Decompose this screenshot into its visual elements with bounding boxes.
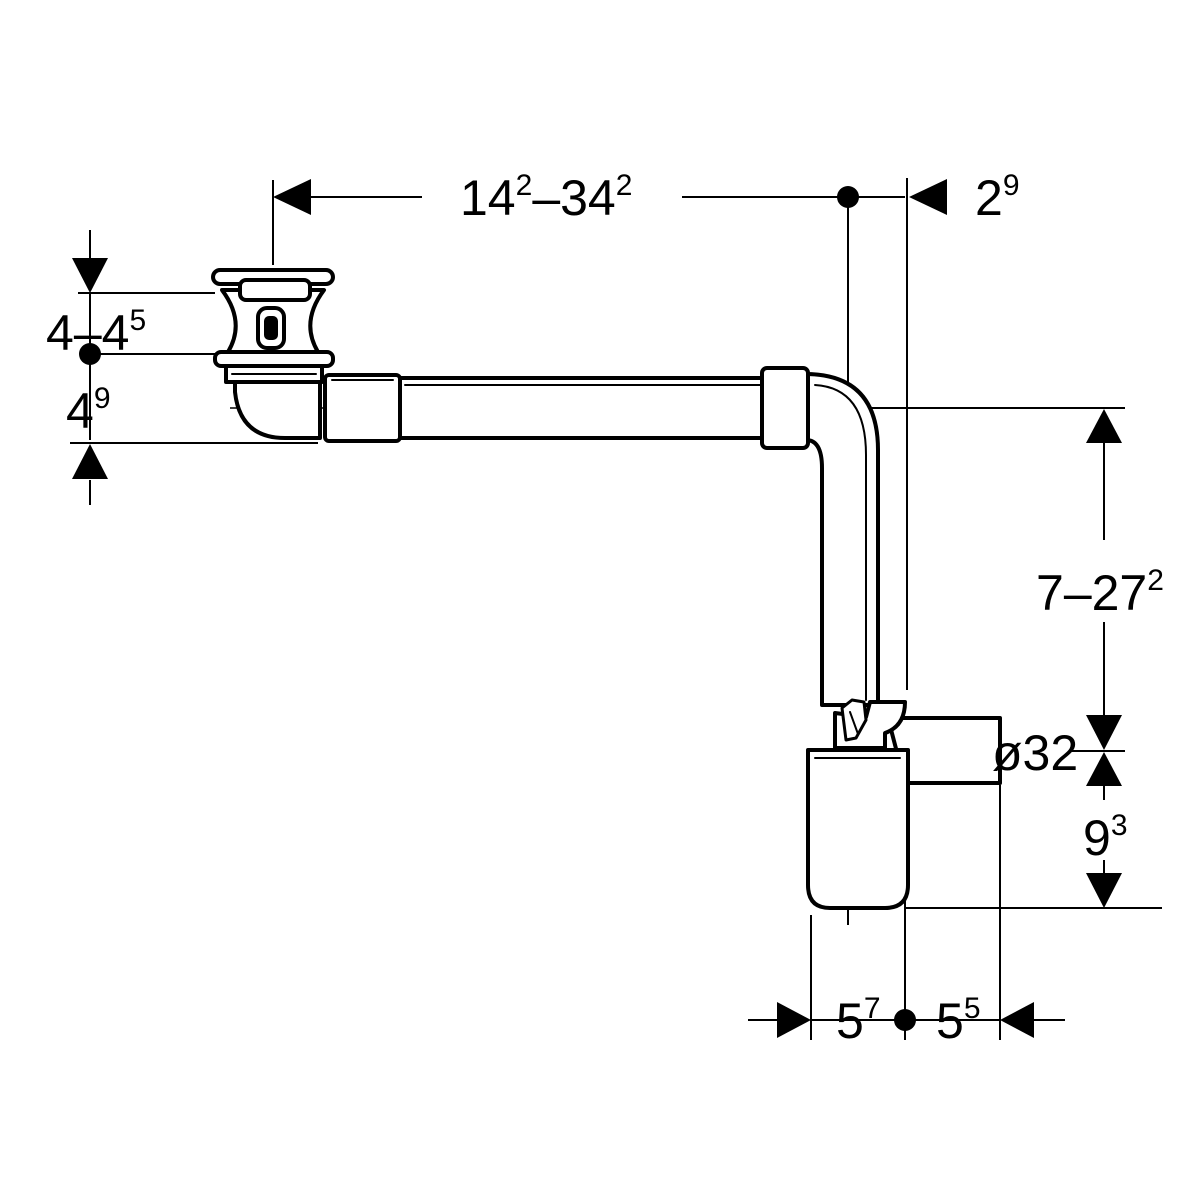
arrow-left-icon (909, 179, 947, 215)
trap (806, 698, 1002, 910)
siphon-parts (211, 268, 1002, 910)
arrow-up-icon (1086, 409, 1122, 443)
horizontal-length-label: 142–342 (460, 169, 632, 226)
reference-dot (79, 343, 101, 365)
arrowheads (72, 179, 1122, 1038)
arrow-down-icon (1086, 715, 1122, 750)
arrow-up-icon (72, 444, 108, 479)
dimension-lines (70, 178, 1162, 1040)
trap-height-label: 93 (1083, 809, 1128, 866)
reference-dot (837, 186, 859, 208)
reference-dots (79, 186, 916, 1031)
waste-valve (211, 268, 335, 440)
arrow-down-icon (1086, 873, 1122, 908)
arrow-left-icon (1000, 1002, 1034, 1038)
waste-valve-height-label: 4–45 (46, 304, 146, 361)
trap-width-left-label: 57 (836, 992, 881, 1049)
arrow-right-icon (273, 179, 311, 215)
waste-valve-lower-label: 49 (66, 382, 111, 439)
reference-dot (894, 1009, 916, 1031)
arrow-right-icon (777, 1002, 811, 1038)
dimension-texts: 142–342 29 4–45 49 7–272 ø32 93 57 55 (46, 169, 1164, 1049)
vertical-length-label: 7–272 (1036, 564, 1164, 621)
elbow-vertical-pipe (760, 366, 880, 707)
arrow-down-icon (72, 258, 108, 293)
arrow-up-icon (1086, 752, 1122, 786)
trap-width-right-label: 55 (936, 992, 981, 1049)
horizontal-pipe (323, 373, 777, 443)
offset-top-label: 29 (975, 169, 1020, 226)
outlet-diameter-label: ø32 (992, 725, 1078, 781)
